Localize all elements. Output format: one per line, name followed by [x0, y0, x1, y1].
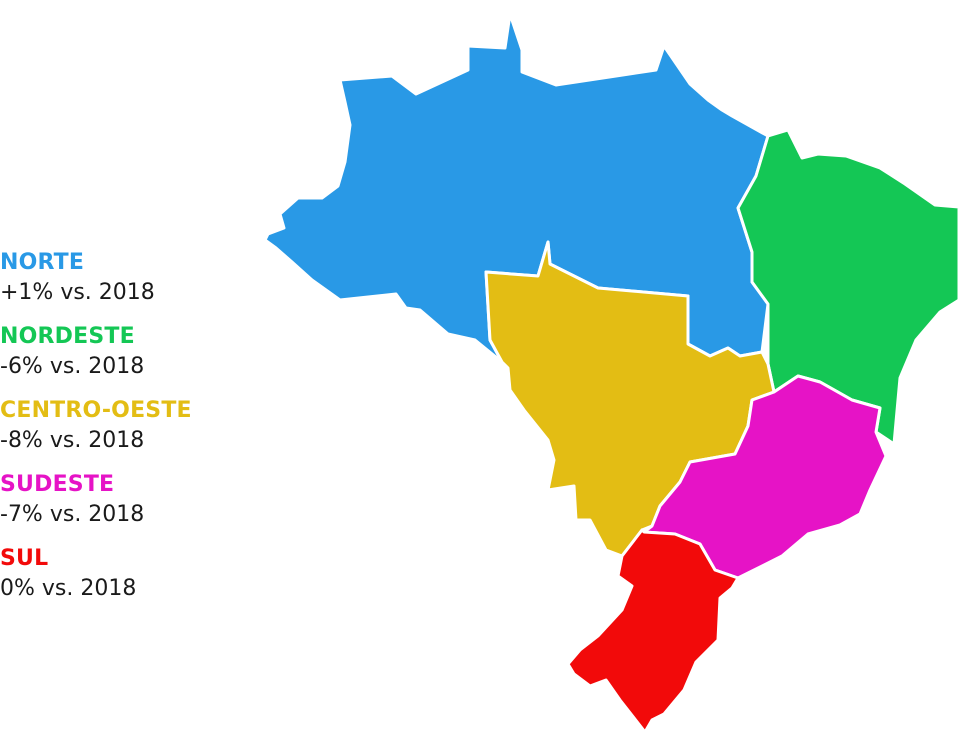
legend-item-centro-oeste: CENTRO-OESTE -8% vs. 2018 [0, 396, 260, 456]
region-name-centro-oeste: CENTRO-OESTE [0, 398, 192, 423]
region-sul-shape[interactable] [566, 528, 740, 732]
legend-item-nordeste: NORDESTE -6% vs. 2018 [0, 322, 260, 382]
region-nordeste-shape[interactable] [736, 128, 959, 446]
region-name-sudeste: SUDESTE [0, 472, 115, 497]
region-change-sul: 0% vs. 2018 [0, 576, 137, 601]
legend-item-sul: SUL 0% vs. 2018 [0, 544, 260, 604]
region-name-norte: NORTE [0, 250, 85, 275]
region-name-nordeste: NORDESTE [0, 324, 135, 349]
region-change-centro-oeste: -8% vs. 2018 [0, 428, 145, 453]
region-legend: NORTE +1% vs. 2018 NORDESTE -6% vs. 2018… [0, 248, 260, 618]
region-change-nordeste: -6% vs. 2018 [0, 354, 145, 379]
region-change-sudeste: -7% vs. 2018 [0, 502, 145, 527]
legend-item-norte: NORTE +1% vs. 2018 [0, 248, 260, 308]
legend-item-sudeste: SUDESTE -7% vs. 2018 [0, 470, 260, 530]
region-change-norte: +1% vs. 2018 [0, 280, 155, 305]
region-name-sul: SUL [0, 546, 49, 571]
